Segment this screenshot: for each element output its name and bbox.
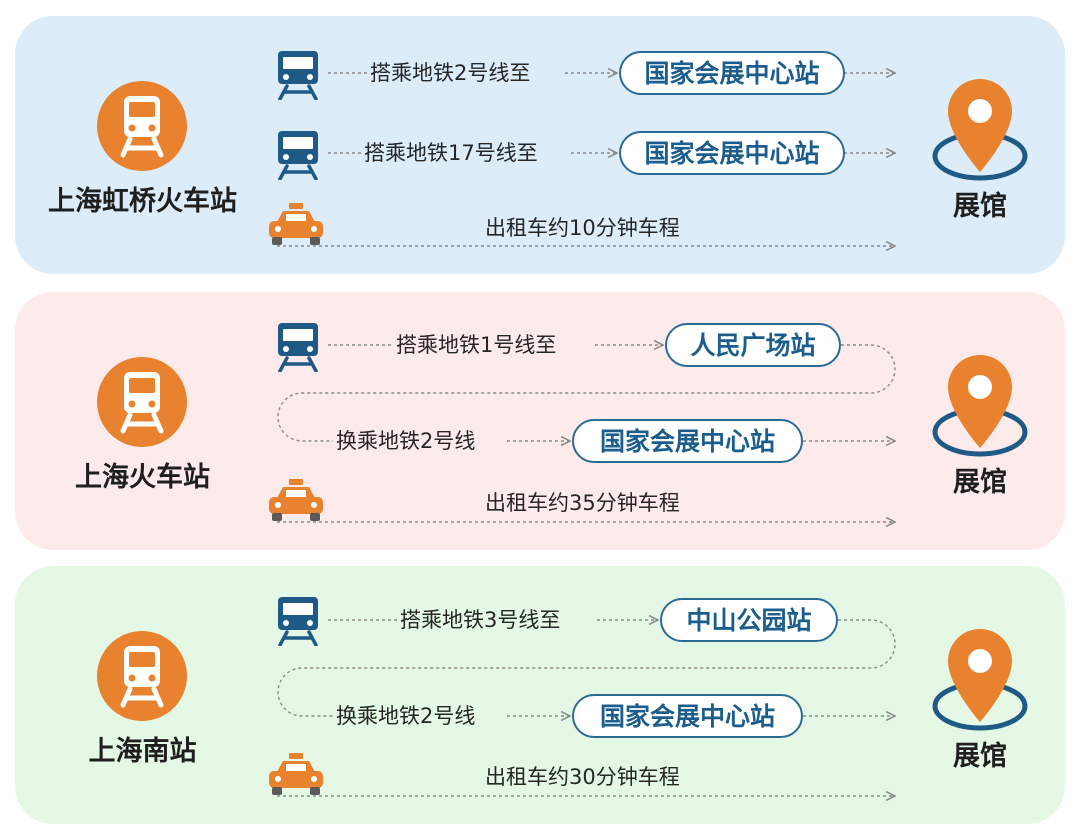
station-badge: 国家会展中心站 — [619, 131, 845, 175]
train-icon — [97, 357, 187, 447]
route-panel-hongqiao: 上海虹桥火车站 搭乘地铁2号线至 国家会展中心站 搭乘地铁17号线至 国家会展中… — [15, 16, 1065, 274]
metro-instruction: 搭乘地铁2号线至 — [370, 61, 531, 85]
train-icon — [97, 81, 187, 171]
taxi-duration: 出租车约30分钟车程 — [485, 765, 680, 789]
metro-instruction: 搭乘地铁3号线至 — [400, 608, 561, 632]
destination-label: 展馆 — [953, 741, 1007, 772]
transfer-instruction: 换乘地铁2号线 — [336, 429, 476, 453]
station-badge: 人民广场站 — [665, 323, 841, 367]
destination-label: 展馆 — [953, 191, 1007, 222]
route-panel-shanghai-station: 上海火车站 搭乘地铁1号线至 人民广场站 换乘地铁2号线 国家会展中心站 出租车… — [15, 292, 1065, 550]
taxi-icon — [267, 202, 325, 246]
origin-label: 上海火车站 — [75, 462, 210, 493]
station-badge: 国家会展中心站 — [572, 419, 803, 463]
station-badge: 国家会展中心站 — [619, 51, 845, 95]
location-pin-icon — [932, 354, 1028, 464]
station-badge: 国家会展中心站 — [572, 694, 803, 738]
taxi-duration: 出租车约35分钟车程 — [485, 491, 680, 515]
location-pin-icon — [932, 628, 1028, 738]
origin-label: 上海南站 — [88, 736, 197, 767]
transfer-instruction: 换乘地铁2号线 — [336, 704, 476, 728]
destination-label: 展馆 — [953, 467, 1007, 498]
metro-icon — [275, 596, 321, 646]
taxi-duration: 出租车约10分钟车程 — [485, 216, 680, 240]
metro-icon — [275, 50, 321, 100]
location-pin-icon — [932, 78, 1028, 188]
metro-instruction: 搭乘地铁17号线至 — [364, 141, 538, 165]
taxi-icon — [267, 752, 325, 796]
station-badge: 中山公园站 — [660, 598, 838, 642]
metro-icon — [275, 322, 321, 372]
taxi-icon — [267, 478, 325, 522]
origin-label: 上海虹桥火车站 — [48, 186, 237, 217]
metro-icon — [275, 130, 321, 180]
train-icon — [97, 631, 187, 721]
metro-instruction: 搭乘地铁1号线至 — [396, 333, 557, 357]
route-panel-shanghai-south: 上海南站 搭乘地铁3号线至 中山公园站 换乘地铁2号线 国家会展中心站 出租车约… — [15, 566, 1065, 824]
